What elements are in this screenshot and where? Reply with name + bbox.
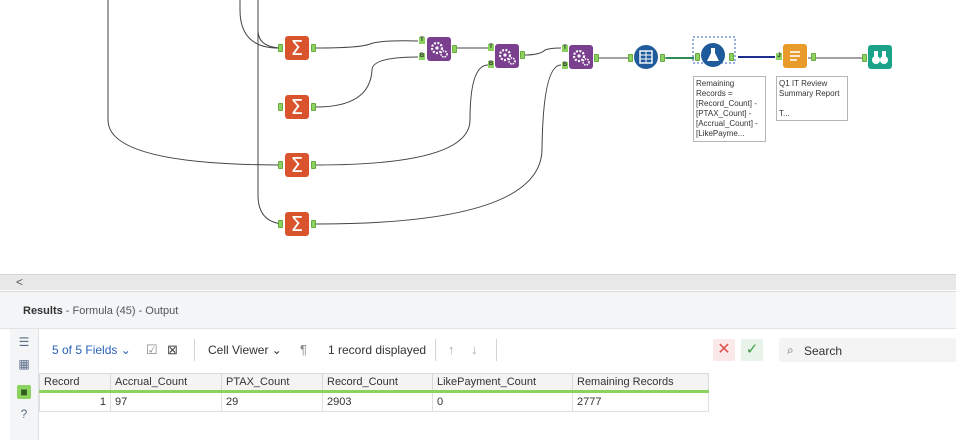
table-cell[interactable]: 0 (432, 391, 573, 412)
results-header: Results - Formula (45) - Output (0, 291, 956, 329)
sigma-icon: Σ (291, 36, 304, 60)
column-header-record[interactable]: Record (39, 373, 111, 393)
search-input[interactable] (802, 341, 956, 361)
input-anchor[interactable] (278, 220, 283, 228)
column-header-record-count[interactable]: Record_Count (322, 373, 433, 393)
output-anchor[interactable] (311, 103, 316, 111)
sigma-icon: Σ (291, 95, 304, 119)
summarize-tool-2[interactable]: Σ (285, 95, 309, 119)
results-grid[interactable]: Record Accrual_Count PTAX_Count Record_C… (39, 373, 709, 412)
formula-annotation: Remaining Records = [Record_Count] - [PT… (693, 76, 766, 142)
list-icon[interactable]: ☰ (18, 335, 30, 349)
output-anchor[interactable] (660, 54, 665, 62)
workflow-canvas[interactable]: Σ Σ Σ Σ T B T B T B (0, 0, 956, 274)
column-header-accrual-count[interactable]: Accrual_Count (110, 373, 222, 393)
output-anchor[interactable] (311, 220, 316, 228)
table-cell[interactable]: 29 (221, 391, 323, 412)
table-cell[interactable]: 2777 (572, 391, 709, 412)
output-anchor[interactable] (452, 45, 457, 53)
output-anchor[interactable] (520, 51, 525, 59)
binoculars-icon (872, 51, 888, 64)
svg-text:Σ: Σ (291, 36, 304, 60)
input-anchor[interactable] (278, 161, 283, 169)
table-icon (639, 50, 653, 64)
deselect-icon[interactable]: ⊠ (167, 342, 178, 357)
input-anchor[interactable] (628, 54, 633, 62)
gears-icon (572, 49, 590, 66)
output-anchor[interactable] (311, 161, 316, 169)
clear-filter-button[interactable]: ✕ (713, 339, 735, 361)
gears-icon (430, 41, 448, 58)
toolbar-separator (194, 339, 195, 361)
report-text-tool[interactable] (783, 44, 807, 68)
record-count-label: 1 record displayed (328, 343, 427, 357)
toolbar-separator (435, 339, 436, 361)
report-annotation: Q1 IT Review Summary Report T... (776, 76, 848, 121)
table-row[interactable]: 1 97 29 2903 0 2777 (39, 391, 709, 412)
fields-dropdown[interactable]: 5 of 5 Fields ⌄ (52, 343, 131, 357)
table-cell[interactable]: 97 (110, 391, 222, 412)
horizontal-scrollbar[interactable]: < (0, 274, 956, 290)
column-header-ptax-count[interactable]: PTAX_Count (221, 373, 323, 393)
svg-text:Σ: Σ (291, 153, 304, 177)
svg-text:Σ: Σ (291, 95, 304, 119)
summarize-tool-1[interactable]: Σ (285, 36, 309, 60)
summarize-tool-4[interactable]: Σ (285, 212, 309, 236)
search-icon: ⌕ (787, 343, 794, 357)
append-fields-tool-2[interactable] (495, 44, 519, 68)
table-cell[interactable]: 2903 (322, 391, 433, 412)
apply-filter-button[interactable]: ✓ (741, 339, 763, 361)
sigma-icon: Σ (291, 212, 304, 236)
arrow-down-icon[interactable]: ↓ (471, 342, 478, 357)
messages-icon[interactable]: ▦ (18, 357, 30, 371)
output-anchor[interactable] (594, 54, 599, 62)
toolbar-separator (496, 339, 497, 361)
results-side-toolbar: ☰ ▦ ■ ? (10, 329, 39, 440)
output-anchor[interactable] (729, 53, 734, 61)
arrow-up-icon[interactable]: ↑ (448, 342, 455, 357)
select-tool[interactable] (634, 45, 658, 69)
source-anchor[interactable]: B (562, 62, 568, 69)
source-anchor[interactable]: B (488, 61, 494, 68)
table-cell[interactable]: 1 (39, 391, 111, 412)
browse-tool[interactable] (868, 45, 892, 69)
checkbox-select-icon[interactable]: ☑ (146, 342, 158, 357)
gears-icon (498, 48, 516, 65)
results-title: Results - Formula (45) - Output (23, 305, 179, 317)
target-anchor[interactable]: T (419, 37, 425, 44)
data-view-icon[interactable]: ■ (17, 385, 31, 399)
target-anchor[interactable]: T (488, 44, 494, 51)
output-anchor[interactable] (811, 53, 816, 61)
input-anchor[interactable] (695, 53, 700, 61)
search-box[interactable]: ⌕ (779, 338, 956, 362)
cell-viewer-dropdown[interactable]: Cell Viewer ⌄ (208, 343, 282, 357)
connection-wires (107, 0, 862, 225)
column-header-likepayment-count[interactable]: LikePayment_Count (432, 373, 573, 393)
pilcrow-icon[interactable]: ¶ (300, 342, 307, 357)
summarize-tool-3[interactable]: Σ (285, 153, 309, 177)
results-toolbar: 5 of 5 Fields ⌄ ☑ ⊠ Cell Viewer ⌄ ¶ 1 re… (39, 333, 956, 367)
help-icon[interactable]: ? (20, 407, 28, 421)
join-anchor[interactable]: J (776, 53, 782, 60)
formula-tool[interactable] (701, 43, 725, 67)
append-fields-tool-1[interactable] (427, 37, 451, 61)
scroll-left-icon[interactable]: < (16, 275, 24, 289)
document-icon (790, 51, 800, 61)
input-anchor[interactable] (278, 103, 283, 111)
sigma-icon: Σ (291, 153, 304, 177)
flask-icon (707, 48, 719, 61)
input-anchor[interactable] (278, 44, 283, 52)
svg-text:Σ: Σ (291, 212, 304, 236)
target-anchor[interactable]: T (562, 45, 568, 52)
output-anchor[interactable] (311, 44, 316, 52)
append-fields-tool-3[interactable] (569, 45, 593, 69)
source-anchor[interactable]: B (419, 53, 425, 60)
input-anchor[interactable] (862, 54, 867, 62)
column-header-remaining-records[interactable]: Remaining Records (572, 373, 709, 393)
